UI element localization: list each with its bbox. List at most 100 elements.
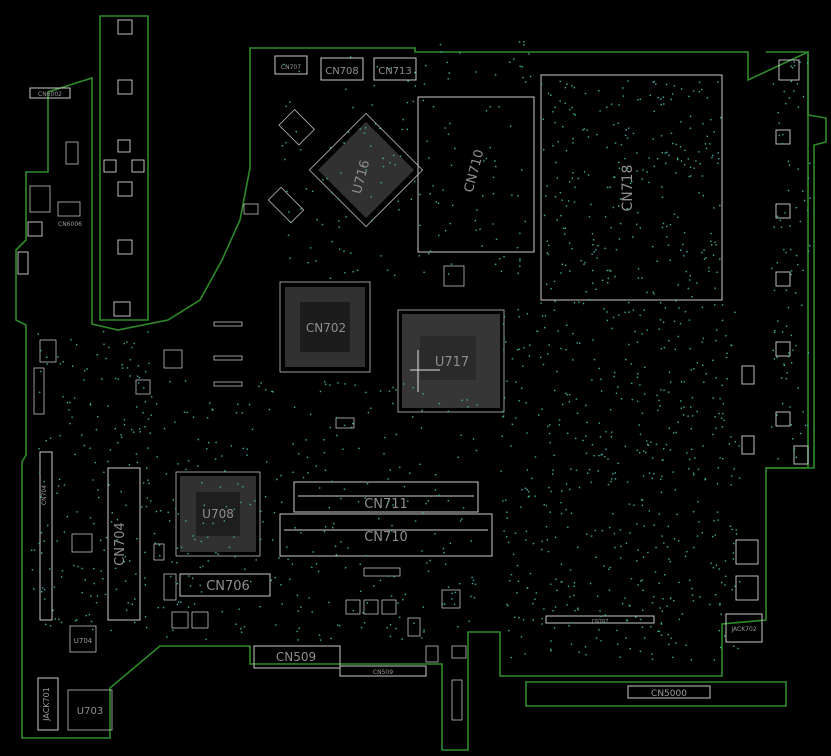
via	[60, 576, 63, 578]
via	[366, 483, 369, 485]
via	[521, 66, 523, 68]
via	[650, 441, 652, 443]
via	[715, 244, 717, 246]
via	[407, 500, 409, 502]
via	[565, 392, 567, 394]
via	[800, 432, 802, 435]
via	[322, 179, 324, 181]
via	[781, 331, 784, 333]
via	[286, 546, 288, 548]
via	[379, 127, 381, 129]
via	[115, 588, 118, 591]
via	[787, 356, 790, 358]
via	[185, 468, 187, 471]
via	[552, 111, 554, 113]
via	[389, 162, 391, 164]
via	[689, 166, 692, 169]
via	[619, 223, 622, 225]
via	[502, 500, 504, 502]
via	[601, 279, 604, 281]
via	[73, 564, 75, 567]
via	[802, 269, 804, 272]
via	[526, 587, 528, 589]
via	[738, 445, 740, 447]
via	[410, 198, 412, 200]
label-cn704-small: CN704	[41, 485, 48, 505]
via	[577, 609, 579, 611]
via	[386, 627, 388, 629]
via	[258, 385, 260, 388]
via	[114, 428, 116, 430]
via	[439, 43, 442, 46]
via	[147, 418, 150, 420]
via	[643, 309, 645, 311]
via	[704, 143, 707, 145]
via	[235, 412, 238, 414]
via	[520, 636, 523, 638]
via	[395, 389, 397, 391]
via	[56, 492, 58, 494]
via	[96, 354, 98, 356]
via	[793, 450, 795, 453]
via	[667, 525, 669, 528]
via	[107, 460, 109, 463]
connector-cn704-small	[39, 451, 53, 621]
via	[656, 394, 658, 397]
via	[373, 85, 375, 87]
via	[349, 56, 352, 58]
via	[525, 530, 528, 532]
via	[444, 127, 446, 129]
via	[787, 306, 790, 309]
via	[718, 158, 720, 160]
via	[569, 270, 571, 272]
via	[595, 288, 597, 290]
via	[364, 127, 367, 129]
via	[38, 448, 40, 450]
via	[556, 589, 558, 592]
via	[622, 95, 625, 97]
via	[429, 193, 431, 195]
via	[88, 613, 90, 616]
via	[687, 415, 689, 417]
via	[724, 560, 727, 562]
via	[395, 627, 397, 630]
via	[412, 100, 414, 103]
via	[170, 575, 172, 578]
via	[362, 612, 364, 614]
via	[731, 475, 733, 477]
via	[444, 603, 446, 605]
via	[690, 369, 692, 371]
via	[808, 245, 811, 247]
via	[554, 606, 557, 608]
via	[423, 631, 425, 633]
via	[428, 157, 430, 159]
via	[585, 291, 587, 293]
via	[131, 346, 133, 349]
via	[126, 367, 129, 369]
via	[612, 473, 614, 475]
via	[344, 271, 346, 274]
via	[795, 456, 797, 458]
via	[324, 469, 327, 471]
label-jack702: JACK702	[730, 626, 756, 633]
via	[536, 330, 538, 332]
via	[568, 242, 571, 244]
via	[550, 583, 552, 585]
via	[58, 618, 60, 620]
via	[449, 122, 451, 125]
via	[549, 441, 551, 444]
via	[571, 85, 573, 87]
via	[514, 532, 517, 534]
via	[199, 584, 201, 587]
via	[398, 209, 400, 211]
via	[683, 164, 686, 166]
via	[579, 342, 581, 344]
via	[156, 456, 158, 458]
via	[511, 194, 513, 196]
via	[553, 454, 555, 456]
via	[663, 542, 665, 544]
via	[559, 100, 561, 102]
via	[797, 106, 800, 108]
via	[100, 570, 102, 572]
via	[787, 160, 789, 163]
